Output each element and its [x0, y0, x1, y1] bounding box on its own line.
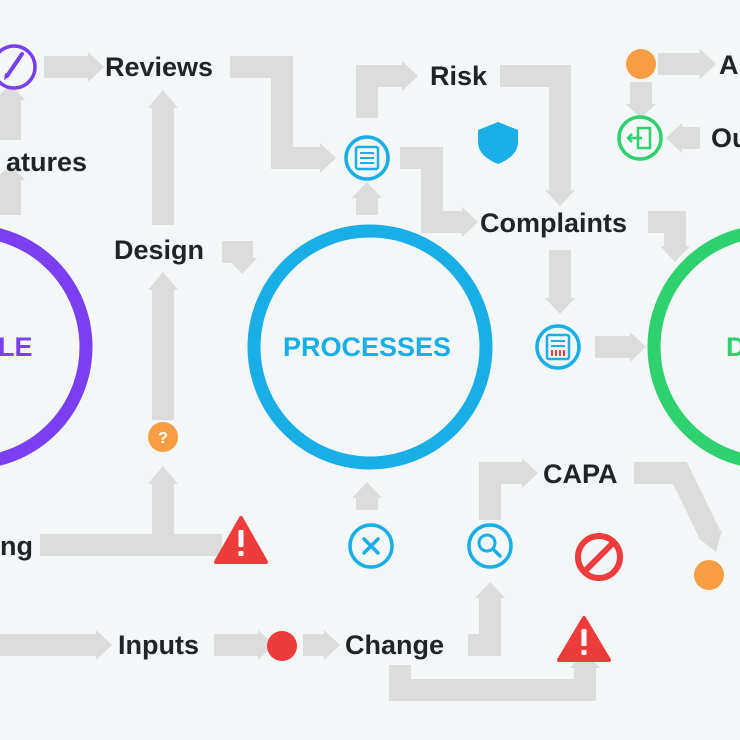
connector-design-processes — [222, 241, 253, 263]
arrow-to-outbox-down — [626, 104, 656, 118]
connector-capa-orange — [634, 462, 720, 540]
document-icon — [344, 135, 390, 181]
arrow-to-change — [324, 630, 340, 660]
label-features: atures — [6, 147, 88, 177]
arrow-to-orange — [698, 530, 722, 552]
connector-risk-complaints — [500, 65, 571, 190]
hub-right-circle — [647, 228, 740, 466]
label-inputs: Inputs — [118, 630, 199, 660]
arrow-to-calc-down — [545, 298, 575, 314]
label-training: ng — [0, 531, 33, 561]
label-reviews: Reviews — [105, 52, 214, 82]
arrow-to-features-up — [0, 164, 25, 180]
arrow-to-d — [630, 332, 646, 362]
hub-left-circle — [0, 228, 93, 466]
arrow-to-reviews — [88, 52, 104, 82]
question-icon — [148, 422, 178, 452]
warning-icon — [214, 516, 268, 564]
arrow-to-magnifier-up — [475, 582, 505, 598]
hub-right-label: D — [726, 332, 740, 362]
connector-change-magnifier — [468, 598, 501, 656]
question-mark-text: ? — [158, 430, 168, 447]
arrowheads — [0, 49, 722, 668]
connector-complaints-d — [648, 211, 686, 246]
red-dot — [267, 631, 297, 661]
arrow-to-design-up — [148, 272, 178, 290]
hub-processes-circle — [247, 224, 493, 470]
label-change: Change — [345, 630, 445, 660]
orange-dot-top — [626, 49, 656, 79]
connector-change-warning — [389, 665, 596, 701]
arrow-to-risk — [402, 61, 418, 91]
arrow-to-outbox-left — [666, 123, 682, 153]
prohibited-icon — [575, 533, 623, 581]
connector-reviews-doc — [230, 56, 320, 169]
magnifier-icon — [467, 523, 513, 569]
arrow-to-inputs — [96, 630, 112, 660]
arrow-to-complaints — [462, 207, 478, 237]
label-complaints: Complaints — [480, 208, 628, 238]
hub-processes-label: PROCESSES — [283, 332, 452, 362]
label-capa: CAPA — [543, 459, 618, 489]
orange-dot-bottom — [694, 560, 724, 590]
arrow-to-complaints-down — [545, 190, 575, 206]
arrow-to-doc — [320, 143, 336, 173]
connector-magnifier-capa — [479, 462, 522, 520]
arrow-to-dot — [258, 630, 274, 660]
close-icon — [348, 523, 394, 569]
hub-left-label: LE — [0, 332, 33, 362]
arrow-to-capa — [522, 458, 538, 488]
arrow-to-doc-up — [352, 182, 382, 198]
arrow-to-processes-up — [352, 482, 382, 498]
label-design: Design — [114, 235, 205, 265]
shield-icon — [478, 122, 518, 164]
warning-icon-bottom — [557, 616, 611, 662]
label-ou: Ou — [711, 123, 740, 153]
arrow-to-question-up — [148, 466, 178, 484]
arrow-to-d-down — [660, 246, 690, 262]
arrow-to-reviews-up — [148, 90, 178, 108]
pen-icon — [0, 44, 37, 90]
arrow-to-a — [700, 49, 716, 79]
connector-doc-risk — [356, 65, 402, 118]
label-a: A — [719, 50, 739, 80]
connectors — [0, 53, 720, 701]
connector-doc-complaints — [400, 147, 462, 233]
arrow-to-processes — [227, 258, 257, 274]
label-risk: Risk — [430, 61, 488, 91]
outbox-icon — [617, 115, 663, 161]
calculator-icon — [535, 324, 581, 370]
